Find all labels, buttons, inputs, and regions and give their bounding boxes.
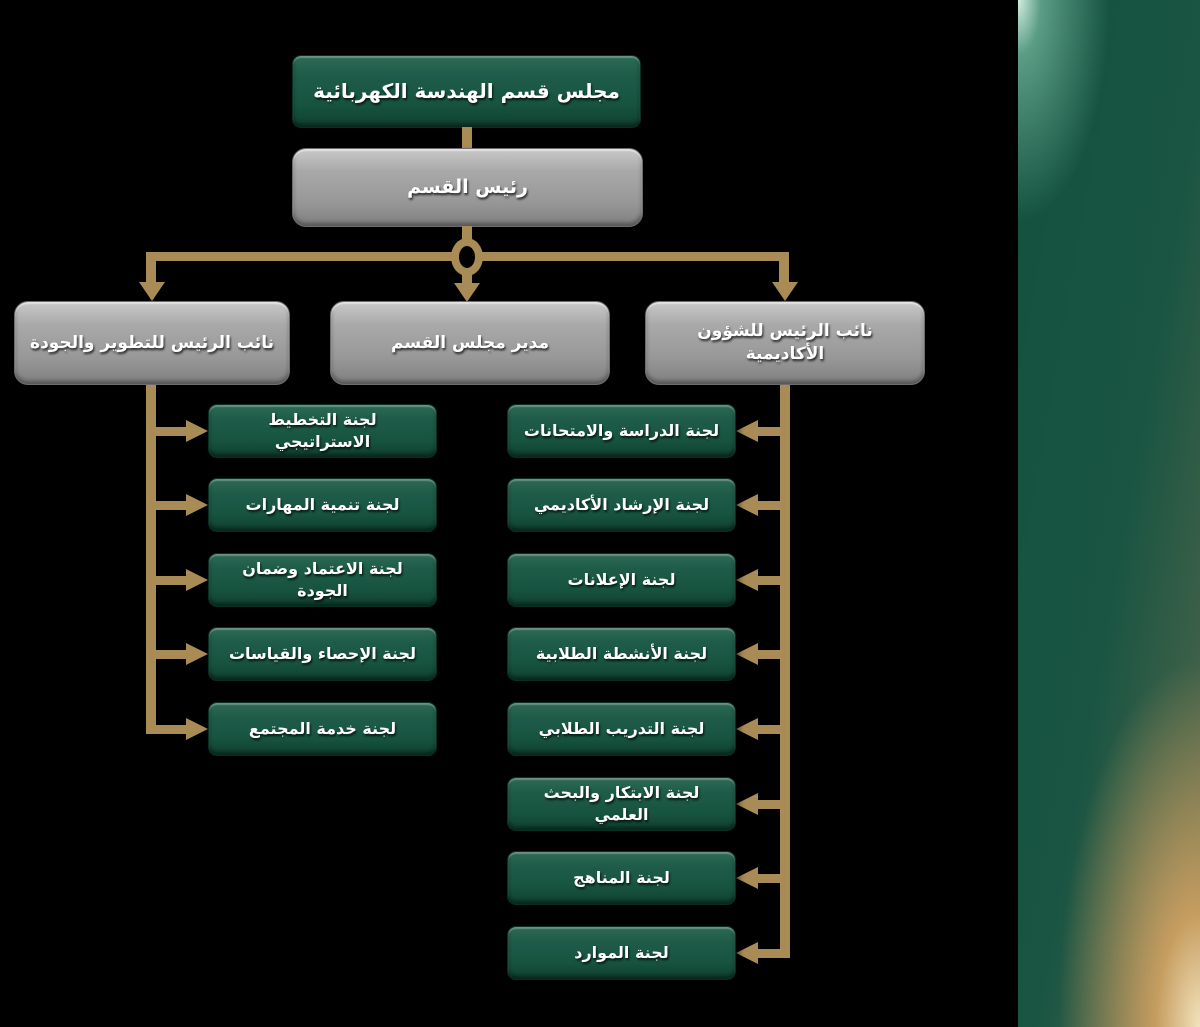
- committee-label: لجنة الإحصاء والقياسات: [228, 644, 417, 664]
- committee-label: لجنة تنمية المهارات: [245, 495, 400, 515]
- org-node-committee-strategic-planning: لجنة التخطيط الاستراتيجي: [208, 404, 437, 458]
- committee-label: لجنة الدراسة والامتحانات: [523, 421, 720, 441]
- connector-drop-middle: [462, 274, 472, 284]
- committee-label: لجنة الأنشطة الطلابية: [535, 644, 708, 664]
- committee-label: لجنة الإرشاد الأكاديمي: [533, 495, 710, 515]
- org-node-committee-student-training: لجنة التدريب الطلابي: [507, 702, 736, 756]
- org-node-committee-student-activities: لجنة الأنشطة الطلابية: [507, 627, 736, 681]
- arrow-left-acad-2-icon: [736, 494, 758, 516]
- connector-drop-right: [779, 252, 789, 283]
- connector-branch-dev-2: [151, 501, 189, 510]
- arrow-right-dev-4-icon: [186, 643, 208, 665]
- org-node-council-director-label: مدير مجلس القسم: [391, 332, 549, 353]
- arrow-down-middle-icon: [454, 283, 480, 302]
- arrow-left-acad-4-icon: [736, 643, 758, 665]
- connector-branch-acad-8: [758, 949, 790, 958]
- arrow-down-right-icon: [772, 282, 798, 301]
- arrow-left-acad-6-icon: [736, 793, 758, 815]
- arrow-down-left-icon: [139, 282, 165, 301]
- connector-ring-junction: [451, 238, 483, 276]
- connector-branch-dev-3: [151, 576, 189, 585]
- org-node-vp-academic-affairs-label: نائب الرئيس للشؤون الأكاديمية: [697, 321, 873, 364]
- org-node-committee-skills-development: لجنة تنمية المهارات: [208, 478, 437, 532]
- org-node-vp-development-quality-label: نائب الرئيس للتطوير والجودة: [30, 332, 274, 353]
- org-node-committee-announcements: لجنة الإعلانات: [507, 553, 736, 607]
- org-node-department-head-label: رئيس القسم: [407, 175, 528, 198]
- org-node-committee-community-service: لجنة خدمة المجتمع: [208, 702, 437, 756]
- connector-head-ring: [462, 226, 472, 239]
- org-node-council-director: مدير مجلس القسم: [330, 301, 610, 385]
- org-node-vp-development-quality: نائب الرئيس للتطوير والجودة: [14, 301, 290, 385]
- arrow-left-acad-5-icon: [736, 718, 758, 740]
- committee-label: لجنة المناهج: [573, 868, 670, 888]
- connector-branch-acad-6: [758, 800, 790, 809]
- connector-branch-acad-5: [758, 725, 790, 734]
- arrow-left-acad-1-icon: [736, 420, 758, 442]
- connector-branch-dev-1: [151, 427, 189, 436]
- connector-branch-dev-4: [151, 650, 189, 659]
- arrow-right-dev-3-icon: [186, 569, 208, 591]
- org-node-committee-academic-advising: لجنة الإرشاد الأكاديمي: [507, 478, 736, 532]
- org-node-committee-study-exams: لجنة الدراسة والامتحانات: [507, 404, 736, 458]
- committee-label: لجنة التخطيط الاستراتيجي: [268, 410, 377, 451]
- org-node-committee-innovation-research: لجنة الابتكار والبحث العلمي: [507, 777, 736, 831]
- connector-branch-acad-1: [758, 427, 790, 436]
- arrow-left-acad-3-icon: [736, 569, 758, 591]
- arrow-right-dev-1-icon: [186, 420, 208, 442]
- org-node-department-head: رئيس القسم: [292, 148, 643, 227]
- org-node-committee-statistics-measurements: لجنة الإحصاء والقياسات: [208, 627, 437, 681]
- connector-root-head: [462, 127, 472, 149]
- committee-label: لجنة الموارد: [574, 943, 669, 963]
- committee-label: لجنة الاعتماد وضمان الجودة: [242, 559, 403, 600]
- connector-drop-left: [146, 252, 156, 283]
- org-node-root: مجلس قسم الهندسة الكهربائية: [292, 55, 641, 128]
- connector-branch-dev-5: [151, 725, 189, 734]
- org-node-committee-resources: لجنة الموارد: [507, 926, 736, 980]
- connector-branch-acad-2: [758, 501, 790, 510]
- committee-label: لجنة خدمة المجتمع: [248, 719, 397, 739]
- arrow-left-acad-8-icon: [736, 942, 758, 964]
- org-node-committee-curricula: لجنة المناهج: [507, 851, 736, 905]
- arrow-right-dev-5-icon: [186, 718, 208, 740]
- connector-right-trunk: [780, 385, 790, 958]
- connector-branch-acad-7: [758, 874, 790, 883]
- committee-label: لجنة التدريب الطلابي: [538, 719, 705, 739]
- org-node-committee-accreditation-quality: لجنة الاعتماد وضمان الجودة: [208, 553, 437, 607]
- connector-branch-acad-4: [758, 650, 790, 659]
- org-node-vp-academic-affairs: نائب الرئيس للشؤون الأكاديمية: [645, 301, 925, 385]
- arrow-left-acad-7-icon: [736, 867, 758, 889]
- committee-label: لجنة الإعلانات: [567, 570, 676, 590]
- connector-left-trunk: [146, 385, 156, 734]
- connector-branch-acad-3: [758, 576, 790, 585]
- committee-label: لجنة الابتكار والبحث العلمي: [543, 783, 700, 824]
- sidebar-gradient-panel: الهيكل التنظيمي لبرنامج الهندسة الكهربائ…: [1018, 0, 1200, 1027]
- arrow-right-dev-2-icon: [186, 494, 208, 516]
- org-node-root-label: مجلس قسم الهندسة الكهربائية: [313, 79, 620, 103]
